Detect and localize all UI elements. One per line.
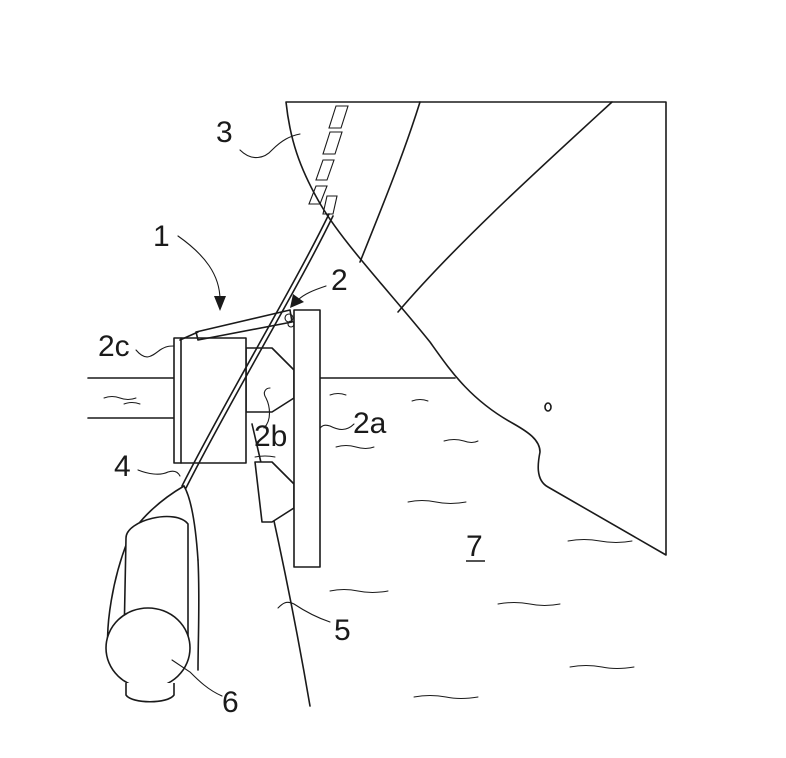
float-fender-6 [105,515,191,703]
sling-4 [106,213,334,671]
label-6: 6 [222,686,239,719]
line-5 [251,423,311,707]
vessel-hull [285,101,667,556]
label-5: 5 [334,614,351,647]
hull-vent-slots [308,105,349,215]
fender-unit [173,309,321,568]
label-2: 2 [331,264,348,297]
reference-labels: 3 1 2 2c 2a 2b 4 7 5 6 [98,116,485,719]
label-7: 7 [466,530,483,563]
arrow-1-head [214,296,226,311]
label-2b: 2b [254,420,287,453]
label-2c: 2c [98,330,130,363]
label-1: 1 [153,220,170,253]
arrow-2-head [290,294,304,308]
block-2c [173,337,247,464]
leader-lines [135,133,355,697]
panel-2a [293,309,321,568]
label-4: 4 [114,450,131,483]
label-3: 3 [216,116,233,149]
label-2a: 2a [353,407,387,440]
water-surface [87,377,635,699]
